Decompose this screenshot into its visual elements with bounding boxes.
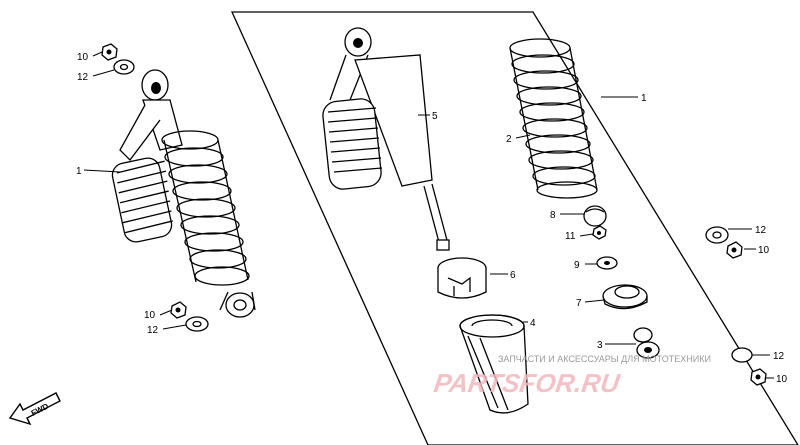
- spring-guide: [437, 257, 487, 299]
- watermark-logo: PARTSFOR.RU: [432, 368, 623, 398]
- spring-seat: [602, 284, 648, 310]
- assembled-spring-coils: [161, 130, 250, 286]
- callout-4: 4: [530, 318, 536, 329]
- leader-lines: [83, 51, 774, 379]
- callout-12-top-left: 12: [77, 72, 89, 83]
- callout-10-bottom-right: 10: [776, 374, 788, 385]
- callout-12-bottom-right: 12: [773, 351, 785, 362]
- callout-6: 6: [510, 270, 516, 281]
- damper-unit: [322, 27, 450, 251]
- washer-top-left: [113, 59, 135, 75]
- nut-bottom-right: [750, 368, 767, 386]
- washer-bottom-left: [185, 316, 209, 332]
- callout-7: 7: [576, 298, 582, 309]
- nut-bottom-left: [170, 301, 187, 319]
- spring: [509, 38, 598, 199]
- watermark-tagline: ЗАПЧАСТИ И АКСЕССУАРЫ ДЛЯ МОТОТЕХНИКИ: [498, 354, 711, 364]
- nut-top-left: [101, 43, 118, 61]
- callout-12-bottom-left: 12: [147, 325, 159, 336]
- dust-cover: [459, 314, 529, 414]
- assembled-shock-absorber: [111, 69, 256, 318]
- washer-9: [596, 256, 618, 270]
- small-nut: [592, 225, 607, 240]
- fwd-arrow-icon: FWD: [8, 392, 61, 426]
- callout-9: 9: [574, 260, 580, 271]
- callout-1-left: 1: [76, 166, 82, 177]
- exploded-view-frame: [230, 11, 799, 445]
- callout-12-right: 12: [755, 225, 767, 236]
- washer-right: [705, 226, 729, 244]
- callout-10-top-left: 10: [77, 52, 89, 63]
- callout-1-right: 1: [641, 93, 647, 104]
- reservoir-fins: [111, 157, 173, 243]
- callout-5: 5: [432, 111, 438, 122]
- lower-collar: [633, 327, 660, 359]
- callout-2: 2: [506, 134, 512, 145]
- callout-10-right: 10: [758, 245, 770, 256]
- nut-right: [726, 241, 743, 259]
- bump-rubber: [583, 205, 607, 227]
- callout-10-bottom-left: 10: [144, 310, 156, 321]
- callout-11: 11: [565, 231, 576, 242]
- watermark: ЗАПЧАСТИ И АКСЕССУАРЫ ДЛЯ МОТОТЕХНИКИ PA…: [432, 354, 711, 398]
- washer-bottom-right: [731, 347, 753, 363]
- callout-3: 3: [597, 340, 603, 351]
- callout-8: 8: [550, 210, 556, 221]
- callout-labels: 10 12 1 10 12 5 2 1 8 11 9 7 6 4 3 12 10…: [76, 52, 788, 385]
